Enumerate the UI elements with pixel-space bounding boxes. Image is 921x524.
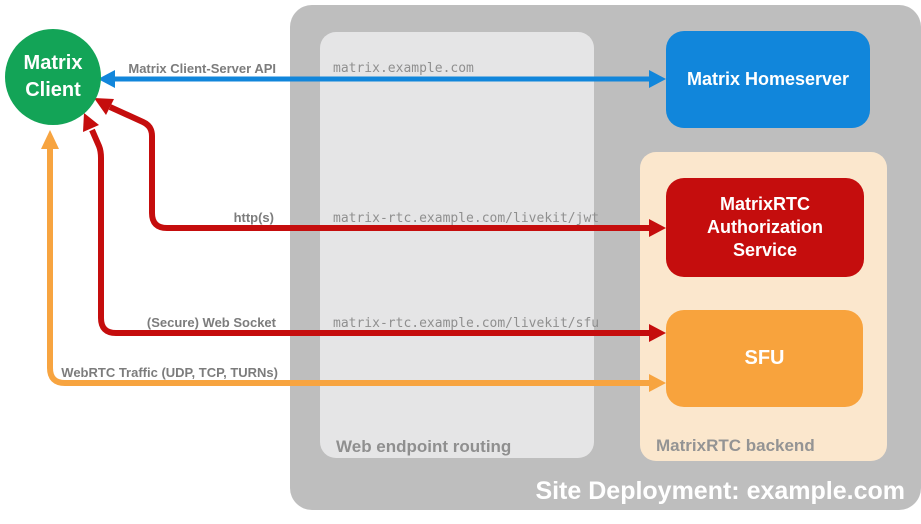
matrix-client-node: Matrix Client: [5, 29, 101, 125]
sfu-label: SFU: [744, 347, 785, 369]
matrixrtc-auth-service-label: MatrixRTC Authorization Service: [707, 194, 823, 260]
sfu-node: SFU: [666, 310, 863, 407]
client-server-api-arrow-label: Matrix Client-Server API: [128, 61, 276, 76]
endpoint-livekit-sfu-url: matrix-rtc.example.com/livekit/sfu: [333, 316, 600, 331]
endpoint-livekit-jwt-url: matrix-rtc.example.com/livekit/jwt: [333, 211, 600, 226]
site-deployment-caption: Site Deployment: example.com: [535, 477, 905, 505]
matrix-client-label: Matrix Client: [23, 52, 83, 101]
matrixrtc-auth-service-node: MatrixRTC Authorization Service: [666, 178, 864, 277]
endpoint-matrix-url: matrix.example.com: [333, 61, 474, 76]
webrtc-traffic-arrow-label: WebRTC Traffic (UDP, TCP, TURNs): [61, 365, 278, 380]
websocket-arrow-label: (Secure) Web Socket: [146, 315, 276, 330]
matrixrtc-backend-caption: MatrixRTC backend: [656, 436, 815, 455]
web-endpoint-routing-caption: Web endpoint routing: [336, 437, 512, 456]
matrix-homeserver-label: Matrix Homeserver: [686, 69, 850, 89]
matrix-homeserver-node: Matrix Homeserver: [666, 31, 870, 128]
web-endpoint-routing-box: [320, 32, 594, 458]
https-arrow-label: http(s): [233, 210, 274, 225]
